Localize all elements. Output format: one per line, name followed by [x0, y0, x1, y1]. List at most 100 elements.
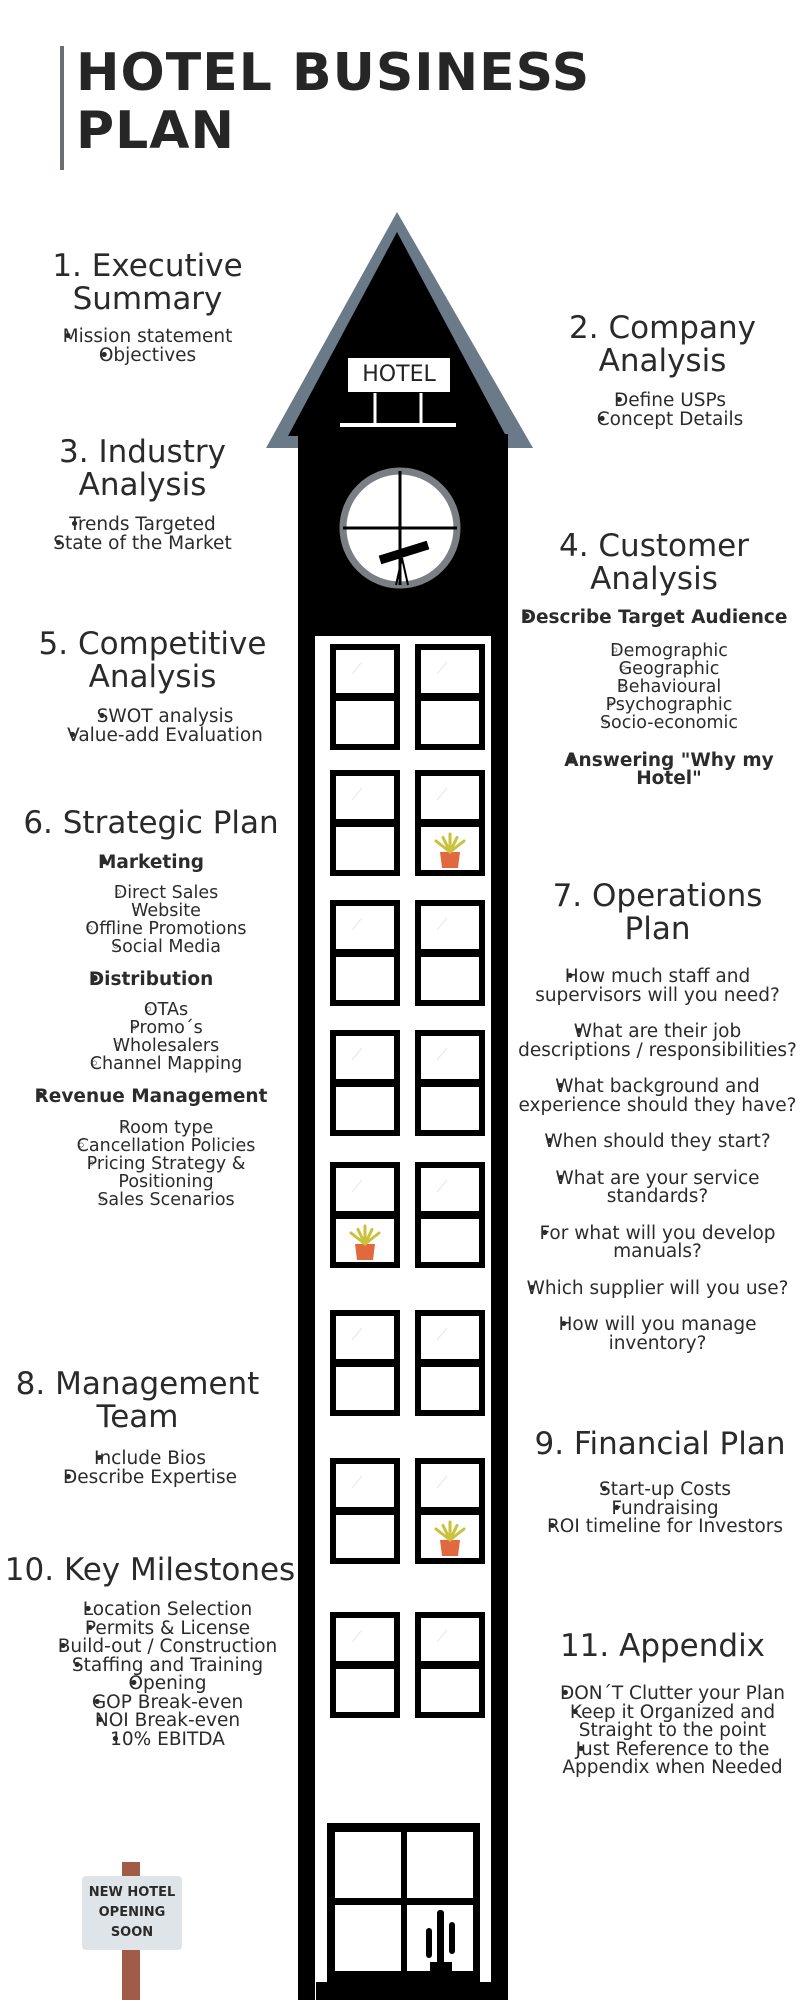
section-title: 5. Competitive Analysis	[38, 626, 267, 695]
list-item: Behavioural	[538, 678, 800, 696]
cactus-plant-icon	[426, 1910, 455, 1974]
list-item: For what will you develop manuals?	[515, 1224, 800, 1262]
list-item: Start-up Costs	[530, 1480, 800, 1500]
list-item: Fundraising	[530, 1499, 800, 1519]
list-item: Which supplier will you use?	[515, 1279, 800, 1299]
section-title: 8. Management Team	[15, 1366, 260, 1435]
list-item: Concept Details	[550, 410, 790, 430]
tower-window	[330, 1612, 400, 1718]
list-item: What are their job descriptions / respon…	[515, 1022, 800, 1060]
list-item: Objectives	[0, 346, 295, 366]
list-heading: Describe Target Audience	[508, 608, 800, 628]
list-item: Keep it Organized and Straight to the po…	[545, 1703, 800, 1741]
tower-window	[330, 1458, 400, 1564]
list-item: Value-add Evaluation	[25, 726, 305, 746]
list-heading: Answering "Why my Hotel"	[538, 751, 800, 789]
potted-plant-icon	[434, 832, 466, 868]
list-item: State of the Market	[0, 534, 285, 554]
list-item: 10% EBITDA	[35, 1730, 300, 1750]
tower-window	[415, 1612, 485, 1718]
section-title: 3. Industry Analysis	[59, 434, 226, 503]
tower-window	[330, 644, 400, 750]
section-title: 1. Executive Summary	[52, 248, 243, 317]
list-item: GOP Break-even	[35, 1693, 300, 1713]
list-item: How will you manage inventory?	[515, 1315, 800, 1353]
tower-window	[415, 1310, 485, 1416]
roof	[288, 232, 506, 436]
opening-soon-sign: NEW HOTEL OPENING SOON	[82, 1876, 182, 1950]
list-item: Sales Scenarios	[40, 1191, 292, 1209]
potted-plant-icon	[349, 1224, 381, 1260]
list-item: Trends Targeted	[0, 515, 285, 535]
section-management-team: 8. Management Team Include Bios Describe…	[0, 1368, 275, 1487]
list-item: NOI Break-even	[35, 1711, 300, 1731]
list-item: Direct Sales	[40, 884, 292, 902]
section-title: 4. Customer Analysis	[558, 528, 749, 597]
section-title: 10. Key Milestones	[4, 1552, 296, 1588]
list-item: Demographic	[538, 642, 800, 660]
list-item: Geographic	[538, 660, 800, 678]
tower-window	[330, 1030, 400, 1136]
page-title: HOTEL BUSINESS PLAN	[76, 43, 591, 161]
list-item: Build-out / Construction	[35, 1637, 300, 1657]
list-item: Pricing Strategy & Positioning	[40, 1155, 292, 1191]
section-strategic-plan: 6. Strategic Plan Marketing Direct Sales…	[10, 807, 292, 1209]
section-title: 9. Financial Plan	[534, 1426, 786, 1462]
list-item: Mission statement	[0, 327, 295, 347]
section-company-analysis: 2. Company Analysis Define USPs Concept …	[535, 312, 790, 429]
list-item: Social Media	[40, 938, 292, 956]
section-industry-analysis: 3. Industry Analysis Trends Targeted Sta…	[0, 436, 285, 553]
tower-window	[415, 900, 485, 1006]
list-heading: Revenue Management	[10, 1087, 292, 1107]
list-item: Promo´s	[40, 1019, 292, 1037]
tower-window	[330, 1162, 400, 1268]
list-item: Location Selection	[35, 1600, 300, 1620]
list-item: Permits & License	[35, 1619, 300, 1639]
section-executive-summary: 1. Executive Summary Mission statement O…	[0, 250, 295, 365]
tower-window	[330, 1310, 400, 1416]
section-title: 11. Appendix	[559, 1628, 766, 1664]
section-title: 2. Company Analysis	[569, 310, 756, 379]
potted-plant-icon	[434, 1520, 466, 1556]
list-item: Just Reference to the Appendix when Need…	[545, 1740, 800, 1778]
clock-window	[339, 467, 461, 589]
list-item: Room type	[40, 1119, 292, 1137]
tower-window	[415, 1030, 485, 1136]
list-item: What are your service standards?	[515, 1169, 800, 1207]
section-appendix: 11. Appendix DON´T Clutter your Plan Kee…	[525, 1630, 800, 1778]
list-item: Include Bios	[25, 1449, 275, 1469]
tower-window	[330, 770, 400, 876]
section-operations-plan: 7. Operations Plan How much staff and su…	[515, 880, 800, 1371]
hotel-sign: HOTEL	[347, 357, 451, 393]
list-item: Cancellation Policies	[40, 1137, 292, 1155]
list-heading: Marketing	[10, 853, 292, 873]
list-item: Staffing and Training	[35, 1656, 300, 1676]
tower-window	[330, 900, 400, 1006]
list-item: How much staff and supervisors will you …	[515, 967, 800, 1005]
list-item: SWOT analysis	[25, 707, 305, 727]
list-item: Describe Expertise	[25, 1468, 275, 1488]
list-item: Socio-economic	[538, 714, 800, 732]
list-item: Website	[40, 902, 292, 920]
list-item: DON´T Clutter your Plan	[545, 1684, 800, 1704]
title-accent-bar	[60, 46, 64, 170]
section-title: 6. Strategic Plan	[23, 805, 279, 841]
telescope-icon	[378, 540, 430, 586]
window-grid	[330, 644, 485, 1718]
tower-window	[415, 1162, 485, 1268]
entrance-door	[316, 1823, 491, 2000]
list-item: When should they start?	[515, 1132, 800, 1152]
list-item: Wholesalers	[40, 1037, 292, 1055]
list-item: Channel Mapping	[40, 1055, 292, 1073]
tower-window	[415, 1458, 485, 1564]
list-item: Offline Promotions	[40, 920, 292, 938]
list-item: Define USPs	[550, 391, 790, 411]
list-item: Psychographic	[538, 696, 800, 714]
section-financial-plan: 9. Financial Plan Start-up Costs Fundrai…	[520, 1428, 800, 1537]
list-item: OTAs	[40, 1001, 292, 1019]
tower-window	[415, 770, 485, 876]
tower-window	[415, 644, 485, 750]
list-item: ROI timeline for Investors	[530, 1517, 800, 1537]
section-key-milestones: 10. Key Milestones Location Selection Pe…	[0, 1554, 300, 1749]
